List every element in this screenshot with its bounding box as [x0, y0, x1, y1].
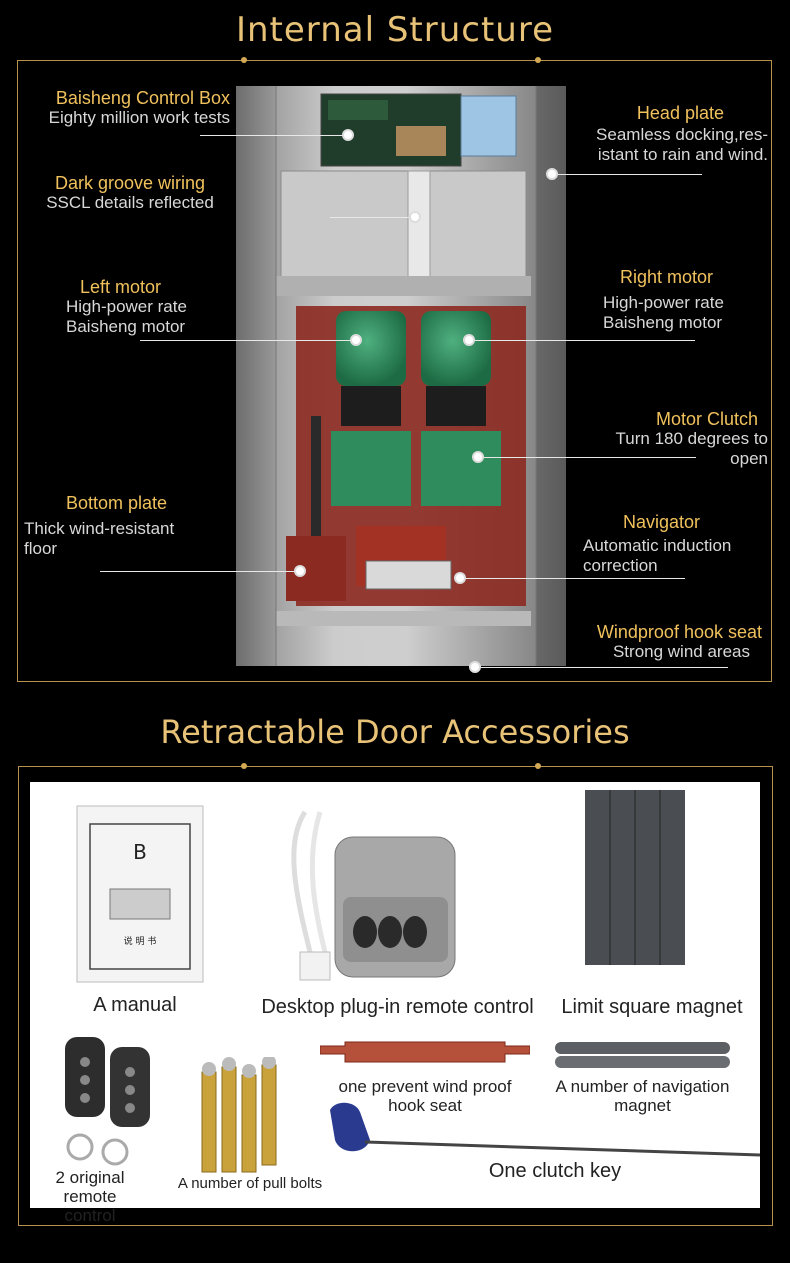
- nav-magnet-caption: A number of navigation magnet: [545, 1077, 740, 1115]
- groove-pin: [409, 211, 421, 223]
- desktop-remote-caption: Desktop plug-in remote control: [261, 996, 534, 1018]
- manual-caption: A manual: [93, 994, 177, 1016]
- left-motor-label: Left motor High-power rate Baisheng moto…: [66, 277, 246, 337]
- clutch-key-image: [330, 1102, 760, 1157]
- clutch-key-caption: One clutch key: [488, 1160, 622, 1182]
- leader-line: [475, 667, 728, 668]
- leader-line: [140, 340, 355, 341]
- bottom-plate-desc1: Thick wind-resistant: [24, 519, 175, 538]
- groove-title: Dark groove wiring: [54, 173, 206, 193]
- control-box-label: Baisheng Control Box Eighty million work…: [20, 88, 230, 128]
- frame-ornament: [241, 57, 247, 63]
- pull-bolts-caption: A number of pull bolts: [177, 1175, 323, 1192]
- bottom-plate-label: Bottom plate Thick wind-resistant floor: [24, 493, 224, 559]
- head-plate-label: Head plate Seamless docking,res- istant …: [560, 103, 768, 165]
- internal-frame: [17, 60, 772, 682]
- hook-seat-desc: Strong wind areas: [612, 642, 750, 661]
- navigator-title: Navigator: [623, 512, 701, 532]
- right-motor-desc2: Baisheng motor: [603, 313, 723, 332]
- remote-caption: 2 original remote control: [30, 1168, 150, 1225]
- left-motor-title: Left motor: [80, 277, 162, 297]
- clutch-label: Motor Clutch Turn 180 degrees to open: [575, 409, 768, 469]
- bottom-plate-pin: [294, 565, 306, 577]
- hook-seat-title: Windproof hook seat: [596, 622, 762, 642]
- clutch-title: Motor Clutch: [655, 409, 758, 429]
- right-motor-pin: [463, 334, 475, 346]
- nav-magnet-caption-line1: A number of navigation: [555, 1077, 730, 1096]
- limit-magnet-caption: Limit square magnet: [561, 996, 743, 1018]
- leader-line: [552, 174, 702, 175]
- remote-keyfob-image: [65, 1037, 150, 1166]
- right-motor-title: Right motor: [620, 267, 714, 287]
- head-plate-desc1: Seamless docking,res-: [596, 125, 768, 144]
- head-plate-pin: [546, 168, 558, 180]
- leader-line: [330, 217, 415, 218]
- left-motor-desc2: Baisheng motor: [66, 317, 186, 336]
- limit-magnet-image: [585, 790, 685, 965]
- groove-label: Dark groove wiring SSCL details reflecte…: [30, 173, 230, 213]
- pull-bolts-image: [201, 1057, 277, 1173]
- hook-seat-pin: [469, 661, 481, 673]
- navigator-desc1: Automatic induction: [583, 536, 732, 555]
- frame-ornament: [535, 57, 541, 63]
- manual-image: B 说 明 书: [76, 805, 204, 983]
- right-motor-desc1: High-power rate: [603, 293, 724, 312]
- left-motor-pin: [350, 334, 362, 346]
- navigator-desc2: correction: [583, 556, 658, 575]
- internal-structure-title: Internal Structure: [235, 10, 554, 50]
- head-plate-title: Head plate: [636, 103, 724, 123]
- accessories-panel: B 说 明 书 A manual Desktop plug-in remote …: [30, 782, 760, 1225]
- remote-caption-line2: control: [64, 1206, 116, 1225]
- accessories-title: Retractable Door Accessories: [160, 713, 630, 751]
- leader-line: [470, 340, 695, 341]
- hook-seat-caption: one prevent wind proof hook seat: [320, 1077, 530, 1115]
- leader-line: [478, 457, 696, 458]
- nav-magnet-image: [555, 1042, 730, 1068]
- nav-magnet-caption-line2: magnet: [614, 1096, 671, 1115]
- svg-text:说 明 书: 说 明 书: [124, 935, 157, 947]
- bottom-plate-title: Bottom plate: [66, 493, 168, 513]
- frame-ornament: [241, 763, 247, 769]
- clutch-desc: Turn 180 degrees to open: [615, 429, 768, 468]
- desktop-remote-image: [291, 810, 456, 981]
- hook-seat-label: Windproof hook seat Strong wind areas: [565, 622, 762, 662]
- leader-line: [200, 135, 348, 136]
- navigator-label: Navigator Automatic induction correction: [583, 512, 768, 576]
- hook-seat-image: [320, 1041, 530, 1063]
- door-machine-image: [236, 86, 566, 666]
- bottom-plate-desc2: floor: [24, 539, 58, 558]
- control-box-pin: [342, 129, 354, 141]
- head-plate-desc2: istant to rain and wind.: [597, 145, 768, 164]
- frame-ornament: [535, 763, 541, 769]
- groove-desc: SSCL details reflected: [46, 193, 214, 212]
- left-motor-desc1: High-power rate: [66, 297, 187, 316]
- hook-seat-caption-line1: one prevent wind proof: [338, 1077, 512, 1096]
- navigator-pin: [454, 572, 466, 584]
- accessories-frame: [18, 766, 773, 1226]
- clutch-pin: [472, 451, 484, 463]
- right-motor-label: Right motor High-power rate Baisheng mot…: [603, 267, 763, 333]
- leader-line: [460, 578, 685, 579]
- remote-caption-line1: 2 original remote: [55, 1168, 125, 1206]
- svg-text:B: B: [133, 840, 147, 864]
- leader-line: [100, 571, 300, 572]
- hook-seat-caption-line2: hook seat: [388, 1096, 462, 1115]
- control-box-title: Baisheng Control Box: [55, 88, 230, 108]
- control-box-desc: Eighty million work tests: [48, 108, 230, 127]
